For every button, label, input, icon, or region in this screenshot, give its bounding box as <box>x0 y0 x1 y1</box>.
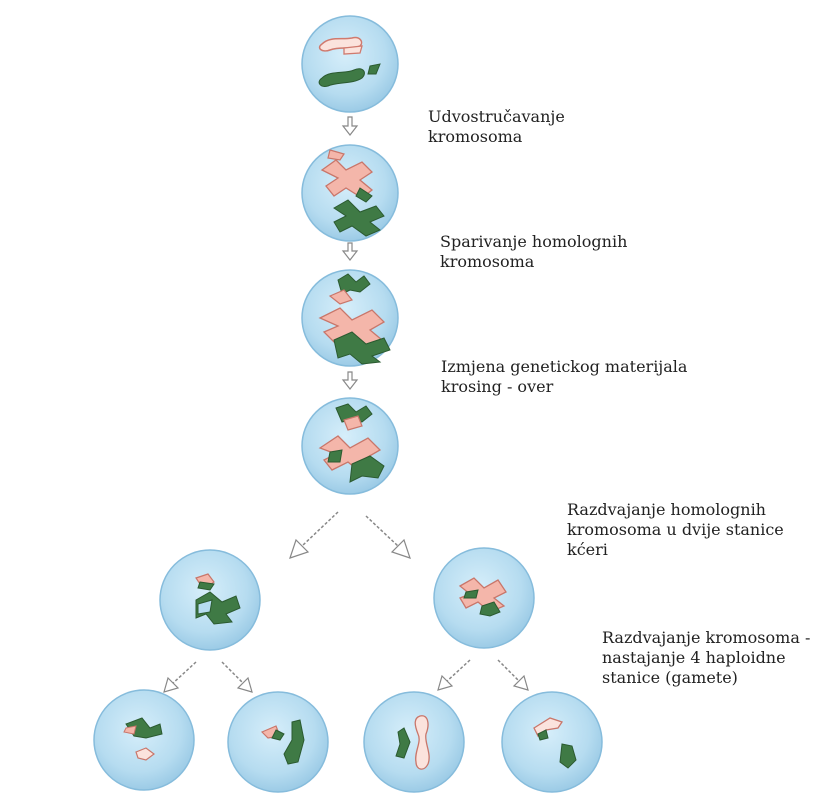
step-label-line: kćeri <box>567 540 608 559</box>
step-label-crossing-over: Izmjena genetickog materijala krosing - … <box>441 357 687 397</box>
chromosome-icon <box>395 715 430 770</box>
down-right-arrow-icon <box>497 659 529 691</box>
step-label-line: Sparivanje homolognih <box>440 232 628 251</box>
step-label-homolog-pairing: Sparivanje homolognih kromosoma <box>440 232 627 272</box>
down-arrow-icon <box>341 242 359 261</box>
chromosome-icon <box>533 717 577 769</box>
step-label-gamete-formation: Razdvajanje kromosoma - nastajanje 4 hap… <box>602 628 810 688</box>
chromosome-icon <box>123 717 163 761</box>
step-label-line: stanice (gamete) <box>602 668 738 687</box>
step-label-line: kromosoma <box>428 127 523 146</box>
step-label-line: Razdvajanje homolognih <box>567 500 766 519</box>
step-label-line: kromosoma u dvije stanice <box>567 520 784 539</box>
chromosome-icon <box>318 36 381 87</box>
step-label-line: Razdvajanje kromosoma - <box>602 628 811 647</box>
down-left-arrow-icon <box>437 659 471 691</box>
chromosome-icon <box>458 577 507 617</box>
chromosome-icon <box>195 573 241 625</box>
down-arrow-icon <box>341 371 359 390</box>
step-label-line: Udvostručavanje <box>428 107 565 126</box>
chromosome-icon <box>318 273 391 365</box>
cell-1 <box>301 15 399 113</box>
step-label-line: kromosoma <box>440 252 535 271</box>
cell-7 <box>93 689 195 791</box>
chromosome-icon <box>320 149 385 237</box>
chromosome-icon <box>260 719 305 765</box>
step-label-line: nastajanje 4 haploidne <box>602 648 786 667</box>
down-arrow-icon <box>341 116 359 136</box>
down-right-arrow-icon <box>365 515 411 559</box>
cell-8 <box>227 691 329 793</box>
down-left-arrow-icon <box>163 661 197 693</box>
step-label-homolog-separation: Razdvajanje homolognih kromosoma u dvije… <box>567 500 784 560</box>
cell-9 <box>363 691 465 793</box>
step-label-line: krosing - over <box>441 377 554 396</box>
chromosome-icon <box>318 403 385 483</box>
step-label-chromosome-duplication: Udvostručavanje kromosoma <box>428 107 565 147</box>
cell-10 <box>501 691 603 793</box>
step-label-line: Izmjena genetickog materijala <box>441 357 688 376</box>
down-left-arrow-icon <box>289 511 339 559</box>
down-right-arrow-icon <box>221 661 253 693</box>
